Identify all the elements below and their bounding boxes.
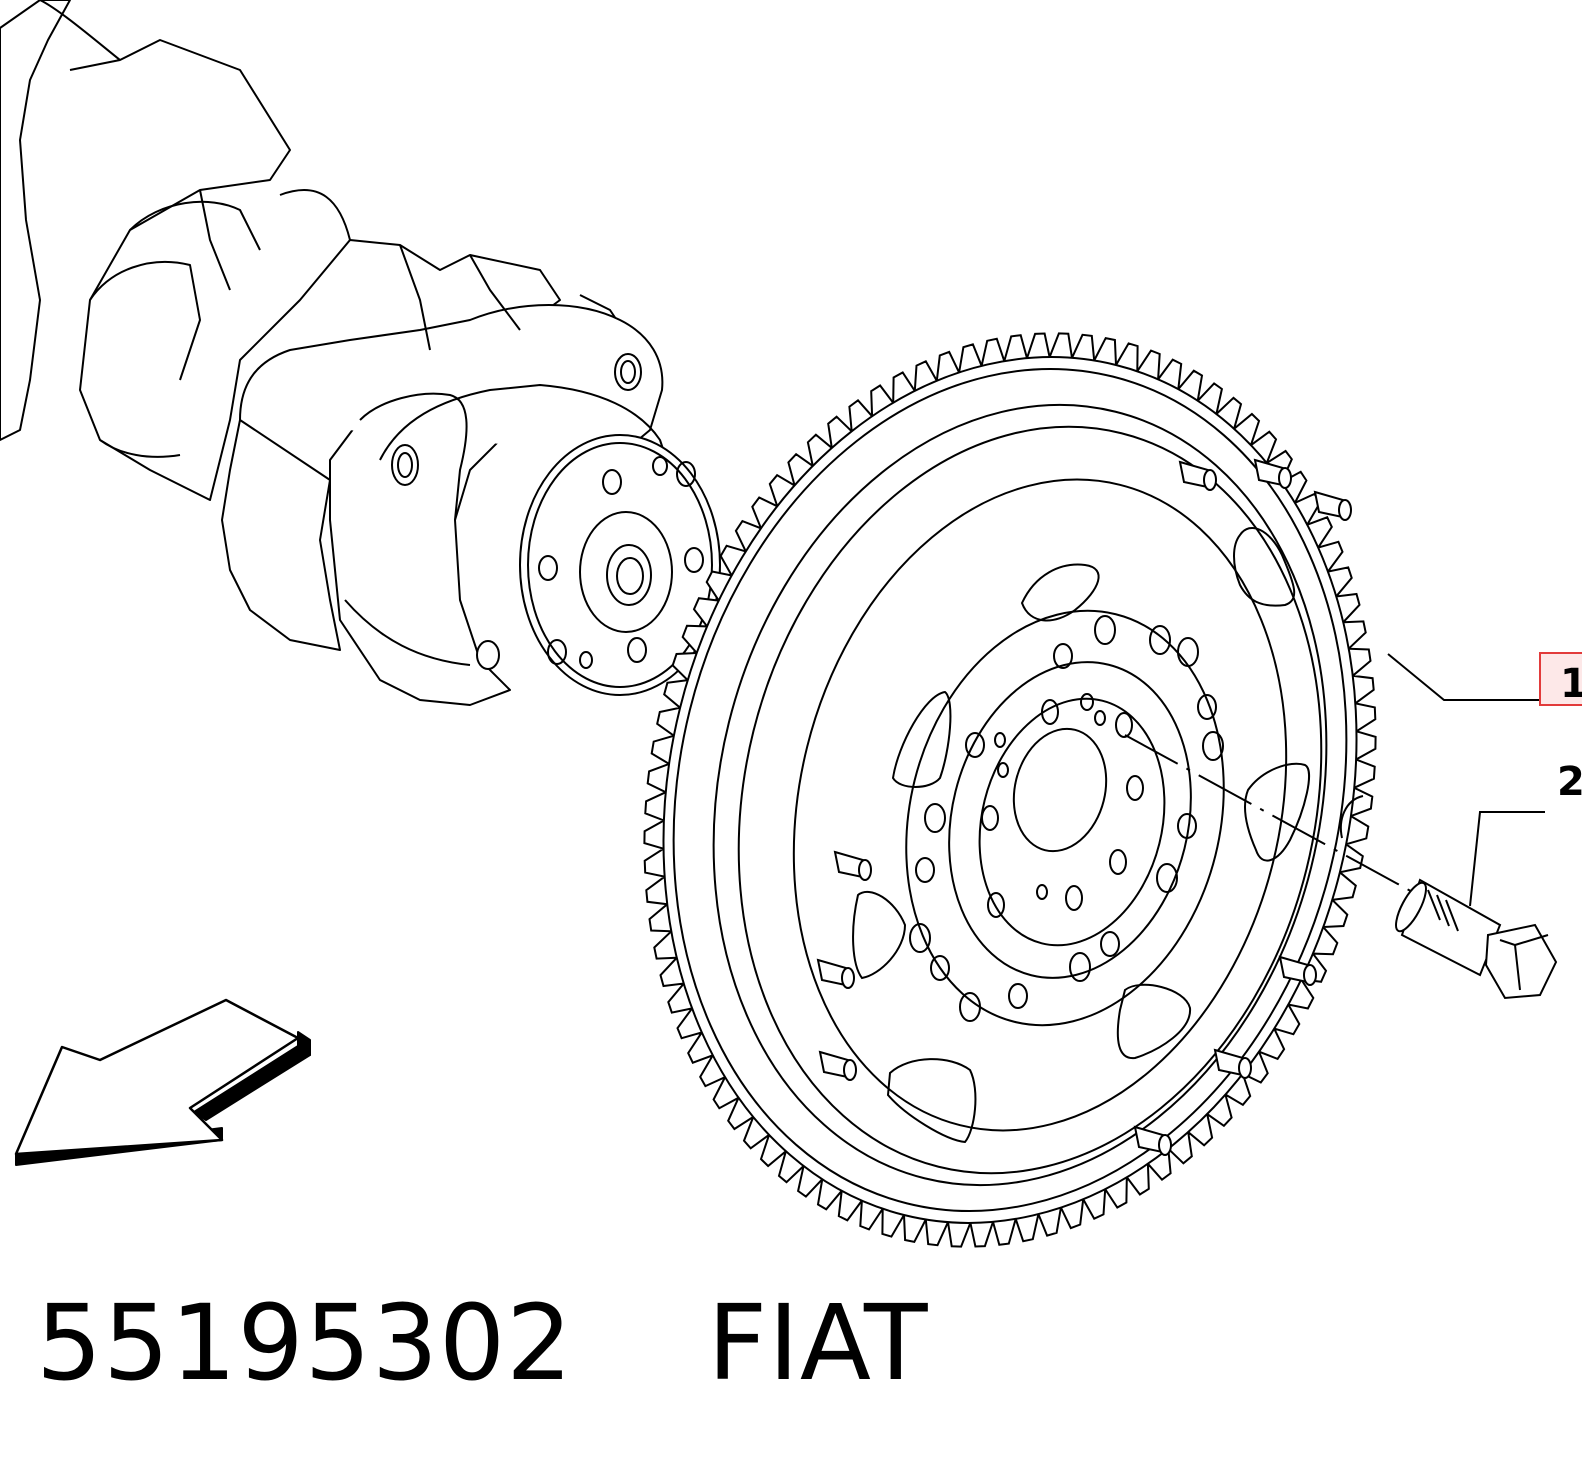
part-number: 55195302 (36, 1282, 574, 1404)
crankshaft (0, 0, 721, 706)
dowel-pin-tip (1203, 469, 1217, 491)
brand-name: FIAT (707, 1282, 929, 1404)
flywheel-bolt (1395, 878, 1558, 1000)
dowel-pin-tip (1278, 467, 1292, 489)
callout-1[interactable]: 1 (1539, 652, 1582, 707)
direction-arrow (14, 998, 311, 1166)
callout-2-label: 2 (1557, 759, 1582, 805)
dowel-pin-tip (1303, 964, 1317, 986)
dowel-pin-tip (843, 1059, 857, 1081)
dowel-pin-tip (841, 967, 855, 989)
dowel-pin-tip (1238, 1057, 1252, 1079)
callout-1-highlight (1539, 652, 1582, 706)
dowel-pin-tip (1338, 499, 1352, 521)
flywheel (643, 332, 1377, 1248)
assembly-axis-line (1124, 734, 1419, 896)
callout-1-label: 1 (1560, 661, 1582, 707)
flywheel-dowel-pins (816, 458, 1352, 1156)
dowel-pin-tip (1158, 1134, 1172, 1156)
part-caption: 55195302 FIAT (36, 1288, 929, 1398)
callout-leaders (1387, 653, 1545, 907)
callout-2[interactable]: 2 (1557, 759, 1582, 805)
dowel-pin-tip (858, 859, 872, 881)
